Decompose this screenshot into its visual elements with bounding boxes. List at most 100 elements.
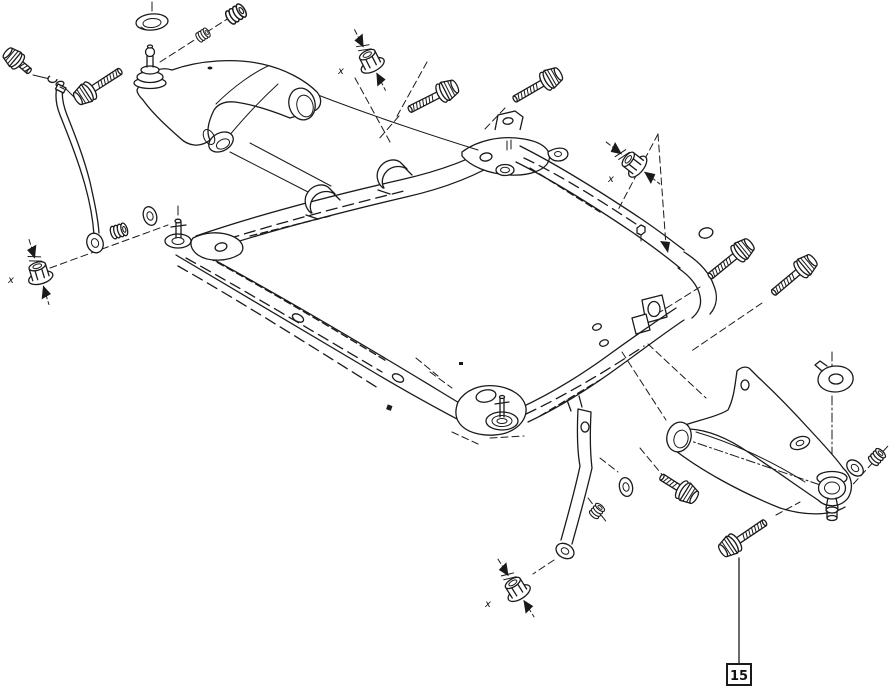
bolt-15-leader — [775, 501, 801, 516]
lower-arm-leader-2 — [647, 343, 707, 399]
stab-left-tab-slot — [59, 86, 65, 90]
rail-lower-right-hidden-2 — [539, 379, 601, 417]
short-bolt-leader — [639, 447, 665, 478]
bottom-mount-ring-3 — [496, 418, 508, 424]
upper-ball-joint-boot-1 — [140, 65, 160, 75]
right-corner-hex-stud — [636, 224, 646, 236]
top-corner-bracket-hole — [479, 152, 493, 162]
left-mount-ring-inner — [171, 237, 185, 245]
left-mount-plate — [190, 232, 244, 261]
tr-leader-arrowhead — [660, 241, 670, 253]
rail-lower-right-hidden-1 — [525, 345, 645, 415]
upper-arm-front-collar — [202, 129, 216, 145]
arm-pivot-saddle-left-foot — [305, 193, 341, 220]
top-corner-boss-outer — [495, 163, 515, 177]
top-corner-hook — [547, 147, 569, 162]
bottom-mount-swirl — [475, 389, 497, 403]
right-bolt-2-leader — [689, 302, 763, 353]
stab-right-nut-leader — [532, 559, 555, 575]
rail-lower-left-outline — [175, 249, 479, 429]
upper-ball-joint-stud — [146, 55, 154, 68]
bolt-b-leader — [483, 107, 506, 131]
arm-pivot-saddle-right-foot — [377, 168, 413, 195]
stab-right-eyelet — [555, 542, 575, 560]
rail-dot — [386, 404, 393, 411]
chain-line-top-left — [159, 15, 233, 63]
lower-ball-joint-stud — [825, 497, 839, 509]
rail-hole-d — [391, 373, 405, 383]
rail-top-right-hidden-lines-2 — [529, 167, 601, 213]
tr-nut-leader-2 — [617, 133, 659, 211]
stab-right-eyelet-hole — [560, 547, 570, 555]
right-bolt-1-leader — [659, 286, 701, 313]
upper-arm-front-bushing-face — [215, 138, 231, 150]
stabilizer-link-right — [555, 408, 593, 560]
stab-left-tab — [54, 83, 67, 94]
rail-top-left-hidden-lines-2 — [249, 215, 331, 237]
stab-right-top-hole — [580, 421, 590, 433]
bottom-mount-stud-tip — [498, 394, 506, 400]
rail-hole-a — [591, 323, 603, 331]
rail-hole-b — [598, 339, 610, 347]
bottom-mount-dot — [459, 362, 463, 365]
lock-plate — [814, 360, 854, 393]
lower-ball-joint-stud-end — [825, 506, 839, 514]
bottom-body-mount — [415, 357, 527, 445]
upper-arm-hole-dot — [207, 66, 213, 70]
arm-to-saddle-line-1 — [229, 151, 309, 193]
stab-left-clip — [47, 75, 58, 84]
upper-arm-rear-bushing-face — [296, 94, 314, 118]
stabilizer-link-left — [47, 75, 104, 254]
lower-ball-joint-inner — [824, 481, 840, 495]
stab-left-rod — [55, 83, 100, 236]
stab-left-eyelet — [86, 232, 104, 254]
lower-arm-outline — [684, 366, 853, 507]
arm-to-saddle-line-2 — [249, 142, 332, 187]
rail-lower-left-hidden-2 — [177, 265, 379, 389]
lower-ball-joint-nut-end — [826, 514, 838, 522]
upper-control-arm — [133, 44, 322, 153]
rail-hole-c — [291, 313, 305, 323]
upper-ball-joint-nub — [146, 44, 154, 49]
lower-arm-bracket-hole — [740, 379, 750, 391]
stab-link-bracket — [566, 395, 583, 412]
left-mount-stud — [170, 221, 187, 239]
lock-plate-hole — [828, 373, 844, 385]
bottom-mount-ring-1 — [485, 411, 519, 431]
upper-ball-joint-ball — [144, 46, 156, 58]
lower-arm-front-bushing — [666, 421, 692, 453]
top-corner-stud — [506, 139, 512, 151]
lower-ball-joint — [816, 470, 848, 522]
bottom-mount-dashes — [415, 357, 525, 445]
tr-nut-leader-1 — [657, 133, 667, 247]
top-corner-box-bump — [494, 110, 524, 131]
bottom-mount-ring-2 — [491, 415, 513, 427]
part-number-label: 15 — [730, 669, 748, 684]
torque-x-label-bottom: x — [484, 599, 491, 610]
right-corner-lug-2 — [631, 313, 651, 335]
left-mount-stud-tip — [174, 218, 182, 224]
torque-x-label-top-middle: x — [337, 66, 344, 77]
lower-arm-lower-plate — [671, 447, 846, 515]
stab-left-eyelet-hole — [90, 238, 100, 248]
nut-leader-v-1 — [354, 77, 391, 143]
torque-x-label-top-right: x — [607, 174, 614, 185]
rail-lower-right-outline — [519, 307, 685, 423]
top-corner-hook-hole — [554, 151, 562, 157]
stab-right-rod — [560, 408, 593, 545]
lower-arm-rib — [695, 431, 806, 483]
leader-lines — [32, 1, 889, 575]
right-corner-lug-1-hole — [647, 300, 661, 318]
upper-arm-rear-bushing — [288, 87, 316, 121]
lock-plate-body — [817, 365, 854, 393]
nut-leader-v-2 — [395, 61, 428, 119]
arm-pivot-saddle-right — [376, 159, 408, 189]
left-mount-ring-outer — [164, 233, 192, 249]
right-corner-outline — [677, 251, 717, 319]
lower-arm-boss-hole — [795, 439, 805, 447]
upper-spring-washer — [135, 13, 169, 31]
lower-control-arm — [666, 366, 853, 522]
rail-boss — [698, 227, 714, 239]
